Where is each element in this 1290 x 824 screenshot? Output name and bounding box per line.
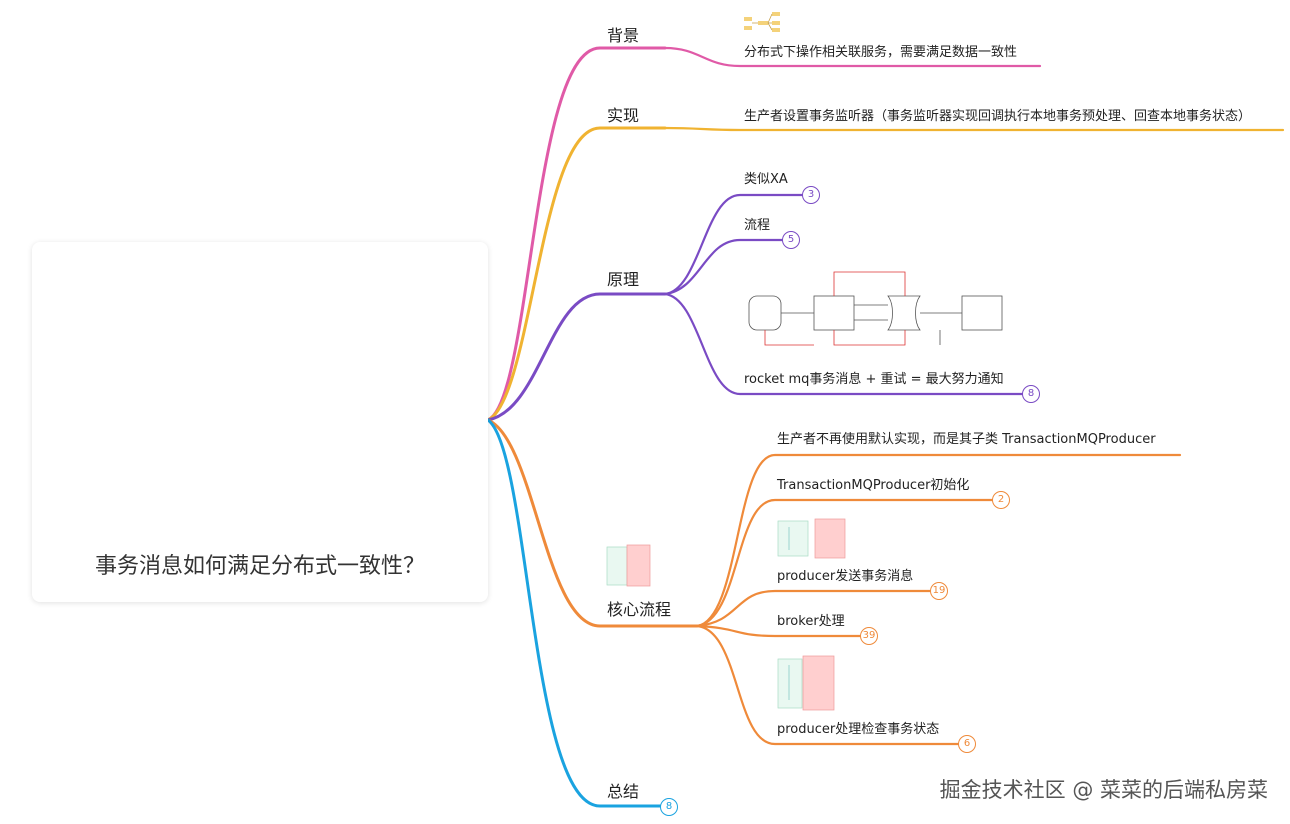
connector-implementation-child bbox=[663, 126, 1285, 132]
count-badge-xa[interactable]: 3 bbox=[802, 186, 820, 204]
connector-core-send bbox=[695, 589, 932, 628]
connector-principle-max-effort bbox=[663, 292, 1024, 396]
count-badge-check[interactable]: 6 bbox=[958, 735, 976, 753]
count-badge-init[interactable]: 2 bbox=[992, 491, 1010, 509]
background-child[interactable]: 分布式下操作相关联服务，需要满足数据一致性 bbox=[744, 45, 1018, 60]
connector-core-check bbox=[695, 624, 960, 746]
branch-connector-core-flow bbox=[486, 418, 699, 628]
principle-flow-diagram bbox=[748, 271, 1003, 346]
branch-connector-summary bbox=[486, 418, 662, 808]
count-badge-summary[interactable]: 8 bbox=[660, 798, 678, 816]
core-flow-thumbnail bbox=[606, 544, 651, 587]
core-send-thumbnail bbox=[777, 518, 846, 559]
diagram-local-db bbox=[748, 295, 782, 331]
principle-child-xa[interactable]: 类似XA bbox=[744, 172, 788, 187]
principle-child-max-effort[interactable]: rocket mq事务消息 + 重试 = 最大努力通知 bbox=[744, 372, 1004, 387]
count-badge-send[interactable]: 19 bbox=[930, 582, 948, 600]
connector-core-producer-subclass bbox=[695, 453, 1182, 628]
branch-summary[interactable]: 总结 bbox=[607, 782, 640, 801]
connector-principle-xa bbox=[663, 193, 804, 296]
connector-principle-flow bbox=[663, 238, 784, 296]
branch-connector-principle bbox=[486, 292, 667, 422]
core-child-init[interactable]: TransactionMQProducer初始化 bbox=[777, 478, 970, 493]
branch-principle[interactable]: 原理 bbox=[607, 270, 640, 289]
diagram-consumer-cluster bbox=[961, 295, 1003, 331]
core-child-broker[interactable]: broker处理 bbox=[777, 614, 845, 629]
watermark: 掘金技术社区 @ 菜菜的后端私房菜 bbox=[939, 778, 1268, 802]
branch-implementation[interactable]: 实现 bbox=[607, 106, 640, 125]
principle-child-flow[interactable]: 流程 bbox=[744, 218, 771, 233]
root-topic-card[interactable]: 事务消息如何满足分布式一致性？ bbox=[32, 242, 488, 602]
core-child-send[interactable]: producer发送事务消息 bbox=[777, 569, 914, 584]
core-check-thumbnail bbox=[777, 655, 835, 711]
diagram-producer-cluster bbox=[813, 295, 855, 331]
count-badge-broker[interactable]: 39 bbox=[860, 627, 878, 645]
branch-background[interactable]: 背景 bbox=[607, 26, 640, 45]
core-child-producer-subclass[interactable]: 生产者不再使用默认实现，而是其子类 TransactionMQProducer bbox=[777, 432, 1156, 447]
implementation-child[interactable]: 生产者设置事务监听器（事务监听器实现回调执行本地事务预处理、回查本地事务状态） bbox=[744, 109, 1252, 124]
count-badge-flow[interactable]: 5 bbox=[782, 231, 800, 249]
root-topic-title: 事务消息如何满足分布式一致性？ bbox=[94, 554, 425, 579]
connector-core-broker bbox=[695, 624, 862, 638]
branch-core-flow[interactable]: 核心流程 bbox=[607, 600, 672, 619]
connector-background-child bbox=[663, 46, 1042, 68]
diagram-mq-server bbox=[887, 295, 921, 331]
background-thumbnail bbox=[744, 12, 780, 32]
count-badge-max-effort[interactable]: 8 bbox=[1022, 385, 1040, 403]
branch-connector-background bbox=[486, 46, 667, 422]
core-child-check[interactable]: producer处理检查事务状态 bbox=[777, 722, 940, 737]
branch-connector-implementation bbox=[486, 126, 667, 422]
connector-core-init bbox=[695, 498, 994, 628]
